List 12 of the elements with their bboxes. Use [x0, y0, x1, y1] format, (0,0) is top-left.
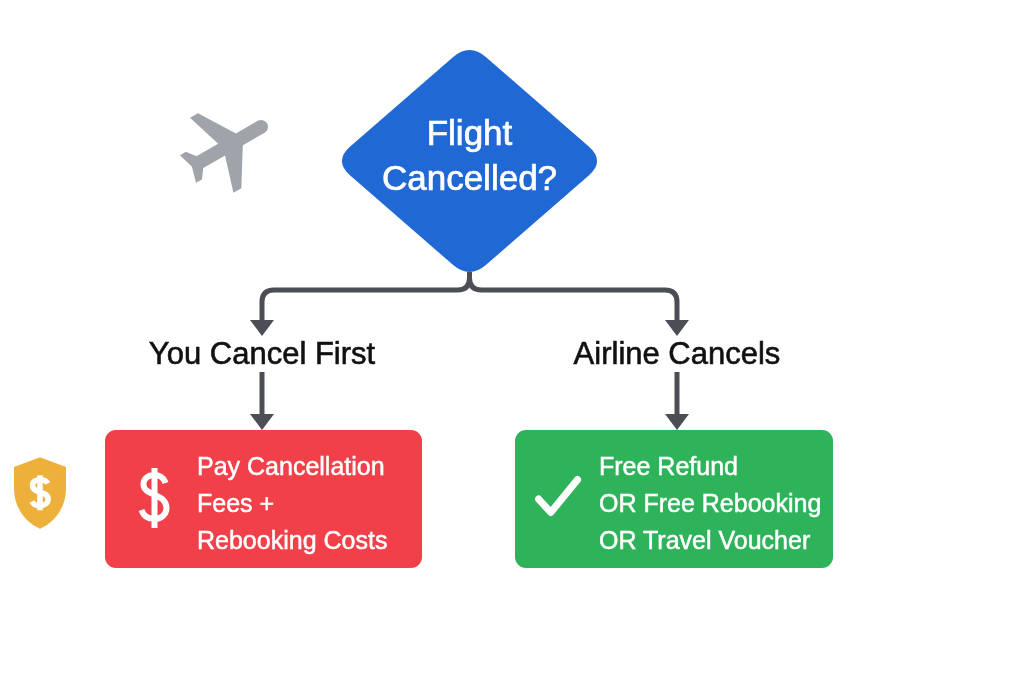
branch-label: You Cancel First [148, 336, 376, 372]
branch-label: Airline Cancels [573, 336, 781, 372]
cost-card [105, 430, 422, 568]
card-text: OR Travel Voucher [599, 524, 811, 556]
arrow [250, 372, 274, 430]
card-text: OR Free Rebooking [599, 487, 822, 519]
card-text: Pay Cancellation Fees + Rebooking Costs [197, 450, 389, 556]
arrow [467, 272, 689, 336]
question-text: Flight Cancelled? [380, 112, 559, 199]
card-text: Free Refund [599, 450, 738, 482]
benefit-card [515, 430, 833, 568]
arrow [665, 372, 689, 430]
